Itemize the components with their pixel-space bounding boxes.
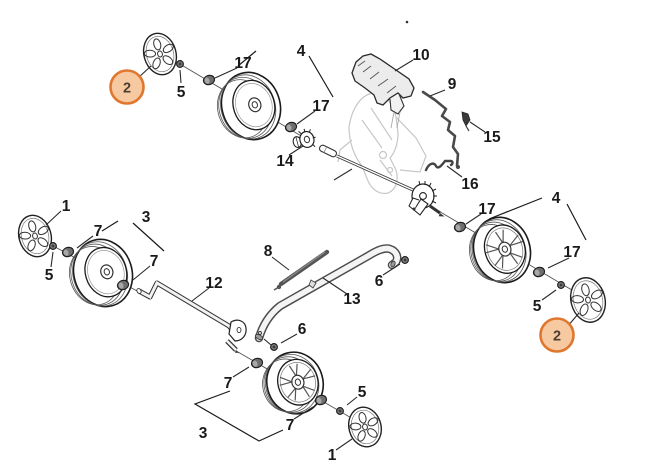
highlight-badge-top-left: 2 (109, 69, 145, 105)
part-label-17: 17 (563, 244, 580, 261)
part-12-axle-tube (136, 280, 247, 353)
hub-cap-right (569, 277, 607, 323)
leader-lines (45, 59, 580, 451)
badge-circle (109, 69, 145, 105)
part-label-1: 1 (328, 447, 337, 464)
part-label-5: 5 (177, 84, 186, 101)
part-label-12: 12 (205, 275, 222, 292)
wheel-right (469, 216, 532, 284)
part-label-1: 1 (62, 198, 71, 215)
part-label-8: 8 (264, 243, 273, 260)
part-13-handlebar (254, 244, 402, 343)
print-dot (405, 20, 409, 24)
ghost-chassis-outline (337, 92, 427, 195)
wheel-top-left (217, 71, 282, 141)
part-label-4: 4 (297, 43, 306, 60)
part-label-3: 3 (199, 425, 208, 442)
part-label-5: 5 (533, 298, 542, 315)
hub-cap-left (17, 214, 53, 258)
part-label-5: 5 (45, 267, 54, 284)
part-label-3: 3 (142, 209, 151, 226)
bolts (49, 60, 565, 415)
group-brackets (101, 50, 587, 442)
badge-circle (539, 317, 575, 353)
part-label-5: 5 (358, 384, 367, 401)
part-label-17: 17 (478, 201, 495, 218)
highlight-badge-right: 2 (539, 317, 575, 353)
part-16-spring-rod (424, 159, 454, 172)
part-label-6: 6 (375, 273, 384, 290)
part-label-7: 7 (150, 253, 159, 270)
wheel-left (69, 238, 134, 308)
part-label-17: 17 (234, 55, 251, 72)
part-label-9: 9 (448, 76, 457, 93)
part-15-clip (461, 111, 471, 132)
part-label-4: 4 (552, 190, 561, 207)
part-label-7: 7 (94, 223, 103, 240)
part-label-7: 7 (224, 375, 233, 392)
bushings (61, 74, 546, 406)
badge-label: 2 (123, 81, 131, 97)
part-8-rod (273, 249, 330, 291)
part-label-15: 15 (483, 129, 501, 146)
part-label-14: 14 (276, 153, 294, 170)
part-labels: 5 17 4 17 14 10 9 15 16 17 4 17 5 1 5 7 … (45, 43, 581, 464)
axle-shaft (333, 154, 414, 192)
height-adjuster-gear (408, 180, 445, 217)
hub-cap-bottom (348, 406, 382, 448)
part-9-control-rod (421, 90, 460, 169)
badge-label: 2 (553, 329, 561, 345)
part-label-17: 17 (312, 98, 329, 115)
part-label-16: 16 (461, 176, 479, 193)
part-label-6: 6 (298, 321, 307, 338)
part-10-cover (351, 53, 415, 129)
part-label-10: 10 (412, 47, 429, 64)
axle-spacer (318, 144, 338, 158)
part-14-adjuster-hub (292, 128, 316, 149)
wheel-bottom (262, 351, 325, 415)
part-label-7: 7 (286, 417, 295, 434)
hub-cap-top-left (142, 32, 178, 76)
part-label-13: 13 (343, 291, 361, 308)
